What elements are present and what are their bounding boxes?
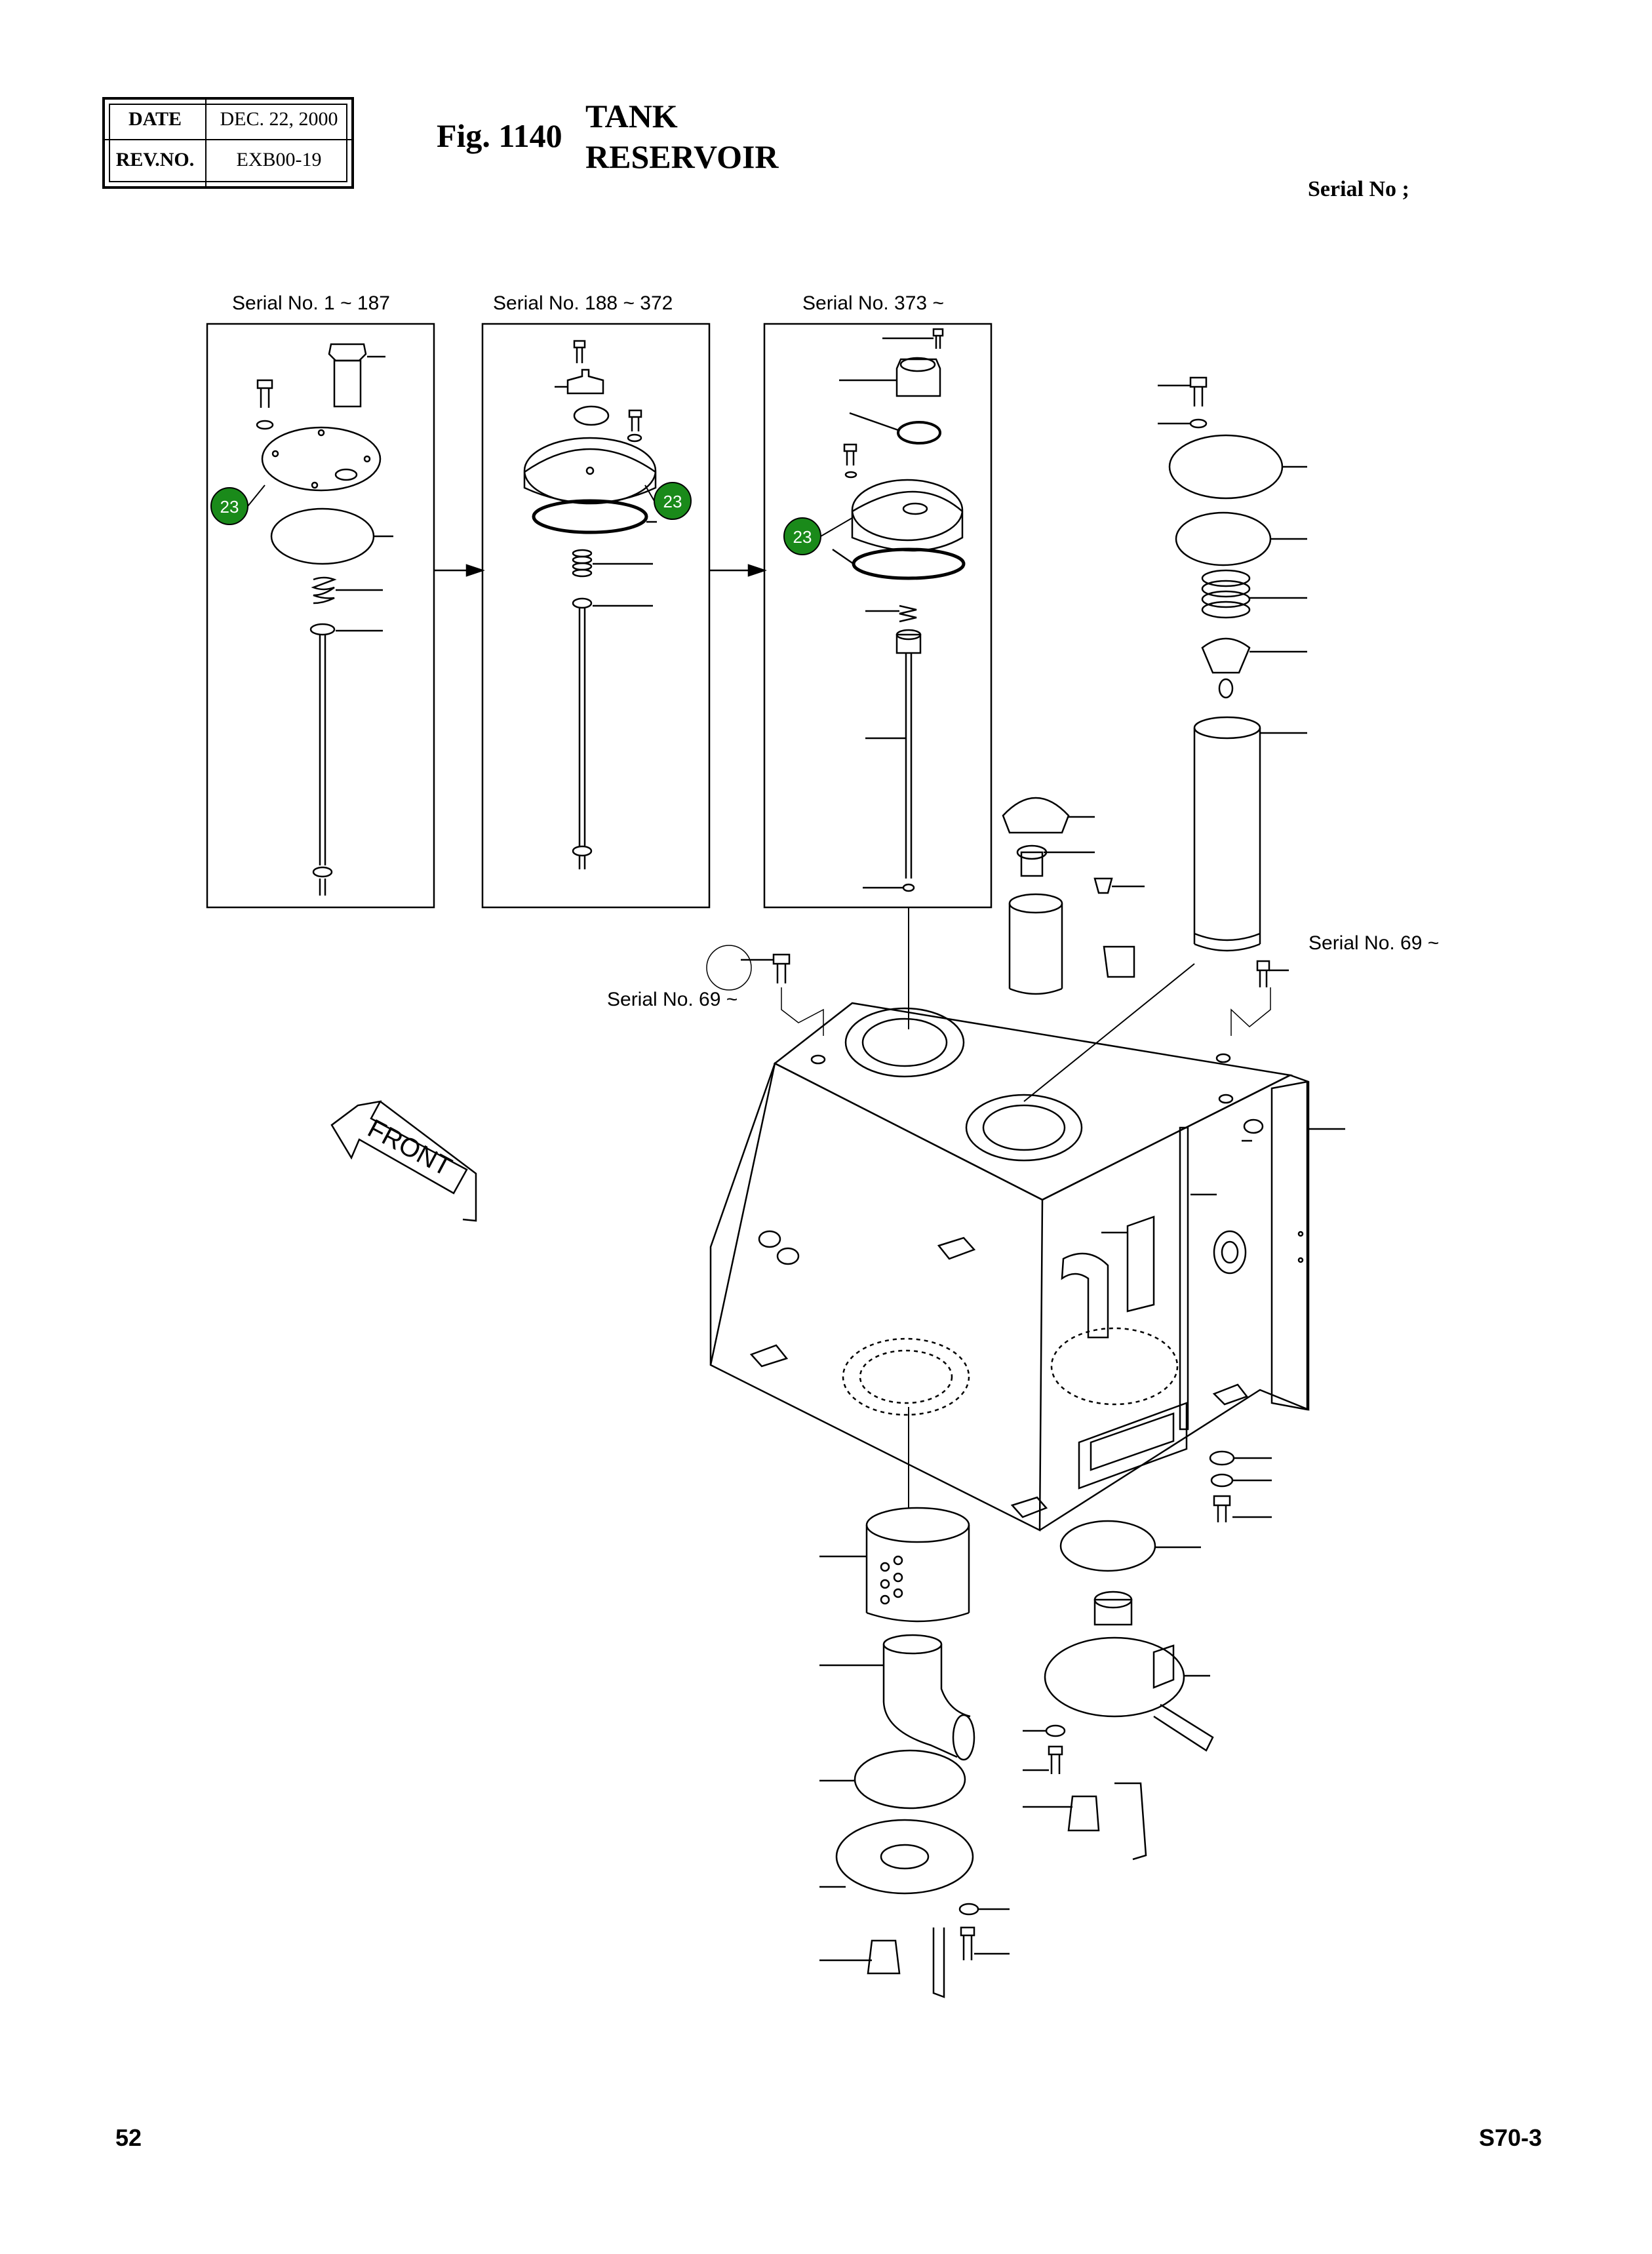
box3-screw bbox=[882, 328, 944, 349]
filler-neck bbox=[1008, 893, 1063, 995]
right-lower-bolt bbox=[1213, 1495, 1231, 1522]
filler-cap bbox=[1002, 797, 1095, 834]
suction-elbow bbox=[819, 1634, 975, 1761]
box2-cover-plate bbox=[523, 437, 657, 505]
revision-table-inner bbox=[109, 104, 347, 182]
serial-range-label-3: Serial No. 373 ~ bbox=[802, 292, 944, 314]
arrow-box1-to-box2 bbox=[434, 564, 485, 577]
serial-range-label-2: Serial No. 188 ~ 372 bbox=[493, 292, 673, 314]
lower-washer bbox=[1045, 1724, 1066, 1737]
box2-spring bbox=[572, 549, 653, 578]
suction-strainer bbox=[819, 1507, 970, 1623]
box2-screw bbox=[573, 340, 586, 363]
inset-box-3 bbox=[763, 323, 993, 909]
filler-strainer bbox=[1016, 844, 1095, 877]
left-top-bolt bbox=[741, 953, 791, 983]
right-small-bolt bbox=[1256, 960, 1289, 987]
table-divider bbox=[205, 100, 206, 186]
hydraulic-tank bbox=[709, 1002, 1345, 1532]
table-divider bbox=[105, 139, 351, 140]
inset-box-1 bbox=[206, 323, 435, 909]
box1-gasket bbox=[270, 507, 375, 565]
lower-plug bbox=[1093, 1591, 1133, 1626]
box1-cover-plate bbox=[261, 426, 382, 492]
front-direction-arrow bbox=[330, 1100, 477, 1222]
suction-drain-fitting bbox=[819, 1928, 945, 1998]
lower-bolt bbox=[1023, 1745, 1063, 1774]
inset-box-2 bbox=[481, 323, 711, 909]
right-cover-plate bbox=[1168, 434, 1307, 500]
callout-23-text-3: 23 bbox=[793, 527, 812, 547]
box3-o-ring-lower bbox=[852, 547, 966, 580]
arrow-box2-to-box3 bbox=[709, 564, 767, 577]
box3-breather-cap bbox=[839, 357, 941, 397]
box1-bolt bbox=[256, 379, 274, 430]
drain-washer bbox=[958, 1903, 979, 1916]
callout-23-box1: 23 bbox=[210, 484, 266, 525]
box3-rod bbox=[863, 629, 922, 892]
box2-breather bbox=[555, 368, 604, 395]
bracket bbox=[1103, 945, 1135, 978]
box3-spring bbox=[865, 604, 917, 623]
serial-69-label-right: Serial No. 69 ~ bbox=[1308, 932, 1440, 954]
box2-bolt bbox=[627, 409, 642, 443]
revision-table: DATE DEC. 22, 2000 REV.NO. EXB00-19 bbox=[102, 97, 354, 189]
lower-drain-fitting bbox=[1023, 1782, 1147, 1861]
callout-23-text-1: 23 bbox=[220, 497, 239, 517]
right-return-filter-element bbox=[1193, 716, 1307, 952]
right-gasket bbox=[1175, 511, 1272, 566]
serial-no-heading: Serial No ; bbox=[1308, 177, 1409, 201]
figure-title-line2: RESERVOIR bbox=[585, 138, 779, 175]
right-washer-2 bbox=[1210, 1473, 1234, 1488]
figure-number: Fig. 1140 bbox=[437, 117, 562, 154]
phantom-circle bbox=[706, 945, 752, 991]
suction-cover bbox=[819, 1819, 974, 1895]
callout-23-box3: 23 bbox=[783, 517, 853, 555]
rev-label: REV.NO. bbox=[115, 149, 195, 170]
right-bolt bbox=[1158, 376, 1208, 429]
callout-23-text-2: 23 bbox=[663, 492, 682, 511]
figure-title-line1: TANK bbox=[585, 98, 678, 134]
page-number: 52 bbox=[115, 2124, 142, 2151]
box3-bolt bbox=[843, 443, 857, 479]
right-spring bbox=[1201, 569, 1307, 619]
drain-bolt bbox=[960, 1926, 1010, 1960]
model-code: S70-3 bbox=[1479, 2124, 1543, 2151]
box2-washer bbox=[573, 405, 610, 426]
box1-rod bbox=[309, 623, 383, 896]
right-washer-1 bbox=[1209, 1450, 1235, 1466]
date-value: DEC. 22, 2000 bbox=[220, 108, 338, 130]
suction-gasket bbox=[854, 1749, 966, 1809]
box3-o-ring bbox=[897, 421, 941, 445]
box3-cover-plate bbox=[851, 479, 964, 552]
box1-breather-cap bbox=[328, 343, 385, 408]
serial-69-label-left: Serial No. 69 ~ bbox=[607, 989, 738, 1010]
lower-gasket bbox=[1059, 1520, 1156, 1572]
rev-value: EXB00-19 bbox=[236, 149, 322, 170]
box2-rod bbox=[572, 597, 653, 869]
serial-range-label-1: Serial No. 1 ~ 187 bbox=[232, 292, 390, 314]
plug bbox=[1093, 877, 1145, 894]
box2-o-ring bbox=[532, 499, 648, 534]
callout-23-box2: 23 bbox=[644, 482, 692, 520]
lower-cover-plate bbox=[1044, 1636, 1214, 1752]
right-valve bbox=[1201, 637, 1307, 699]
box1-spring bbox=[311, 576, 383, 604]
date-label: DATE bbox=[128, 108, 182, 130]
